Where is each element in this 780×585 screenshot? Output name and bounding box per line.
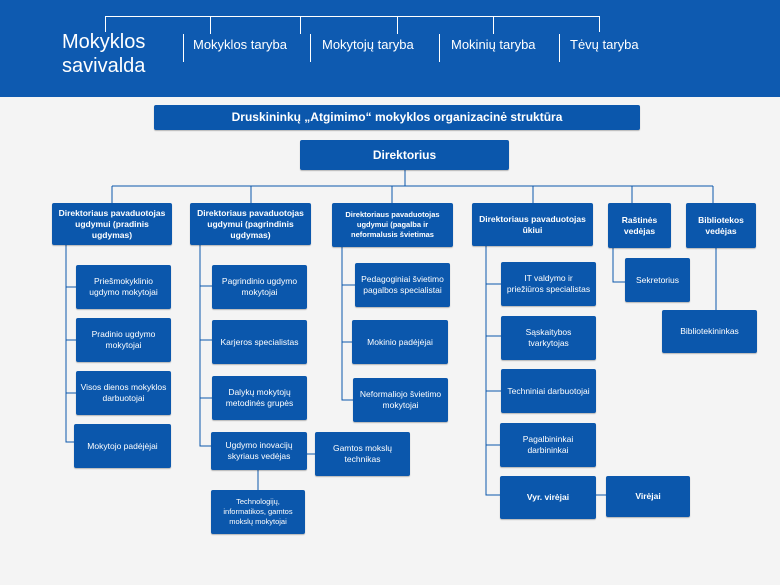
deputy-basic: Direktoriaus pavaduotojas ugdymui (pagri… xyxy=(190,203,311,245)
economic-staff-item: Techniniai darbuotojai xyxy=(501,369,596,413)
council-school: Mokyklos taryba xyxy=(193,37,287,52)
deputy-support: Direktoriaus pavaduotojas ugdymui (pagal… xyxy=(332,203,453,247)
chart-title: Druskininkų „Atgimimo“ mokyklos organiza… xyxy=(154,105,640,130)
separator xyxy=(310,34,311,62)
library-head: Bibliotekos vedėjas xyxy=(686,203,756,248)
head-cooks: Vyr. virėjai xyxy=(500,476,596,519)
support-staff-item: Pedagoginiai švietimo pagalbos specialis… xyxy=(355,263,450,307)
support-staff-item: Neformaliojo švietimo mokytojai xyxy=(353,378,448,422)
primary-staff-item: Visos dienos mokyklos darbuotojai xyxy=(76,371,171,415)
deputy-economic: Direktoriaus pavaduotojas ūkiui xyxy=(472,203,593,246)
separator xyxy=(559,34,560,62)
primary-staff-item: Mokytojo padėjėjai xyxy=(74,424,171,468)
council-students: Mokinių taryba xyxy=(451,37,536,52)
cooks: Virėjai xyxy=(606,476,690,517)
director-box: Direktorius xyxy=(300,140,509,170)
basic-staff-item: Dalykų mokytojų metodinės grupės xyxy=(212,376,307,420)
header-connector xyxy=(105,16,600,17)
basic-staff-item: Pagrindinio ugdymo mokytojai xyxy=(212,265,307,309)
brand-subtitle: savivalda xyxy=(62,55,146,77)
separator xyxy=(183,34,184,62)
innovation-head: Ugdymo inovacijų skyriaus vedėjas xyxy=(211,432,307,470)
basic-staff-item: Karjeros specialistas xyxy=(212,320,307,364)
secretary: Sekretorius xyxy=(625,258,690,302)
header-banner: Mokyklos savivalda Mokyklos taryba Mokyt… xyxy=(0,0,780,97)
brand-title: Mokyklos xyxy=(62,31,146,53)
primary-staff-item: Priešmokyklinio ugdymo mokytojai xyxy=(76,265,171,309)
economic-staff-item: IT valdymo ir priežiūros specialistas xyxy=(501,262,596,306)
deputy-primary: Direktoriaus pavaduotojas ugdymui (pradi… xyxy=(52,203,172,245)
economic-staff-item: Pagalbininkai darbininkai xyxy=(500,423,596,467)
primary-staff-item: Pradinio ugdymo mokytojai xyxy=(76,318,171,362)
council-teachers: Mokytojų taryba xyxy=(322,37,414,52)
council-parents: Tėvų taryba xyxy=(570,37,639,52)
librarian: Bibliotekininkas xyxy=(662,310,757,353)
office-head: Raštinės vedėjas xyxy=(608,203,671,248)
support-staff-item: Mokinio padėjėjai xyxy=(352,320,448,364)
science-technician: Gamtos mokslų technikas xyxy=(315,432,410,476)
separator xyxy=(439,34,440,62)
tech-teachers: Technologijų, informatikos, gamtos moksl… xyxy=(211,490,305,534)
economic-staff-item: Sąskaitybos tvarkytojas xyxy=(501,316,596,360)
